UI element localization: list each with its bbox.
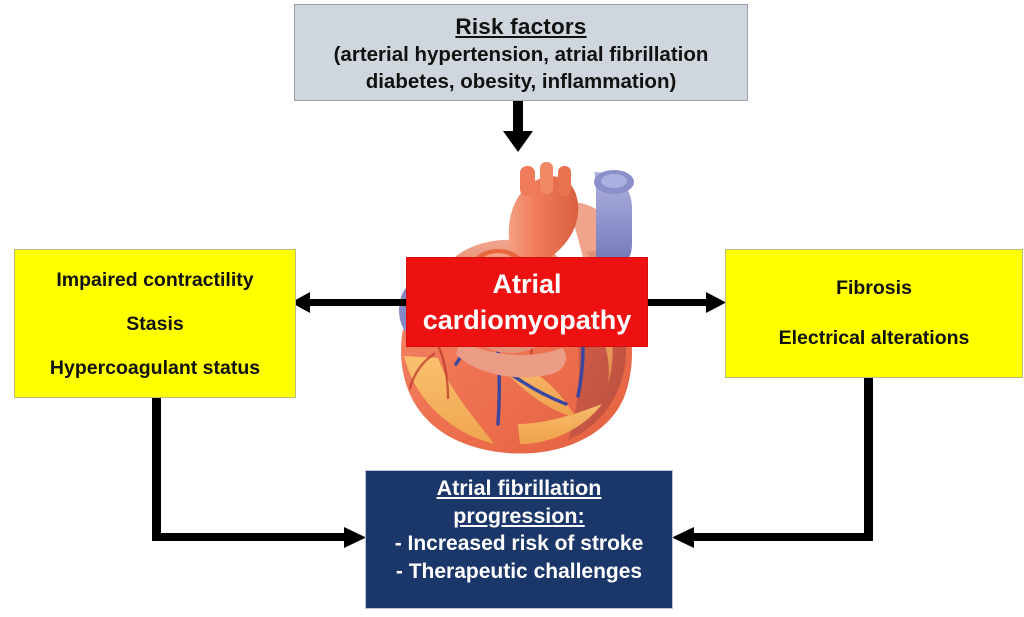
risk-factors-line-1: (arterial hypertension, atrial fibrillat… <box>333 42 709 66</box>
outcome-title-line-1: Atrial fibrillation <box>436 476 602 500</box>
arrow-risk-to-center <box>503 101 533 152</box>
svc-lumen <box>601 174 627 188</box>
arrow-center-to-right <box>648 292 726 313</box>
brachiocephalic-trunk <box>520 166 535 196</box>
left-consequences-box: Impaired contractility Stasis Hypercoagu… <box>14 249 296 398</box>
center-line-2: cardiomyopathy <box>422 305 632 335</box>
left-subclavian <box>558 166 571 196</box>
superior-vena-cava <box>594 172 632 273</box>
epicardial-fat-bottom <box>518 404 602 444</box>
left-box-line-3: Hypercoagulant status <box>49 357 261 380</box>
right-atrial-tissue <box>456 340 567 378</box>
risk-factors-title: Risk factors <box>455 13 587 39</box>
arrow-center-to-left <box>291 292 408 313</box>
atrial-cardiomyopathy-box: Atrial cardiomyopathy <box>406 257 648 347</box>
outcome-bullet-2: - Therapeutic challenges <box>395 559 643 583</box>
risk-factors-box: Risk factors (arterial hypertension, atr… <box>294 4 748 101</box>
right-box-line-1: Fibrosis <box>836 277 912 300</box>
left-box-line-1: Impaired contractility <box>56 268 254 291</box>
right-box-line-2: Electrical alterations <box>778 326 970 349</box>
outcome-box: Atrial fibrillation progression: - Incre… <box>365 470 673 609</box>
epicardial-fat-left <box>404 356 494 444</box>
aortic-arch <box>508 176 579 263</box>
outcome-bullet-1: - Increased risk of stroke <box>394 532 644 555</box>
center-line-1: Atrial <box>492 269 562 299</box>
arrow-right-to-outcome <box>672 378 873 548</box>
left-common-carotid <box>540 162 553 194</box>
outcome-title-line-2: progression: <box>453 503 585 528</box>
left-box-line-2: Stasis <box>126 312 184 335</box>
risk-factors-line-2: diabetes, obesity, inflammation) <box>365 69 677 93</box>
arrow-left-to-outcome <box>152 398 366 548</box>
right-consequences-box: Fibrosis Electrical alterations <box>725 249 1023 378</box>
